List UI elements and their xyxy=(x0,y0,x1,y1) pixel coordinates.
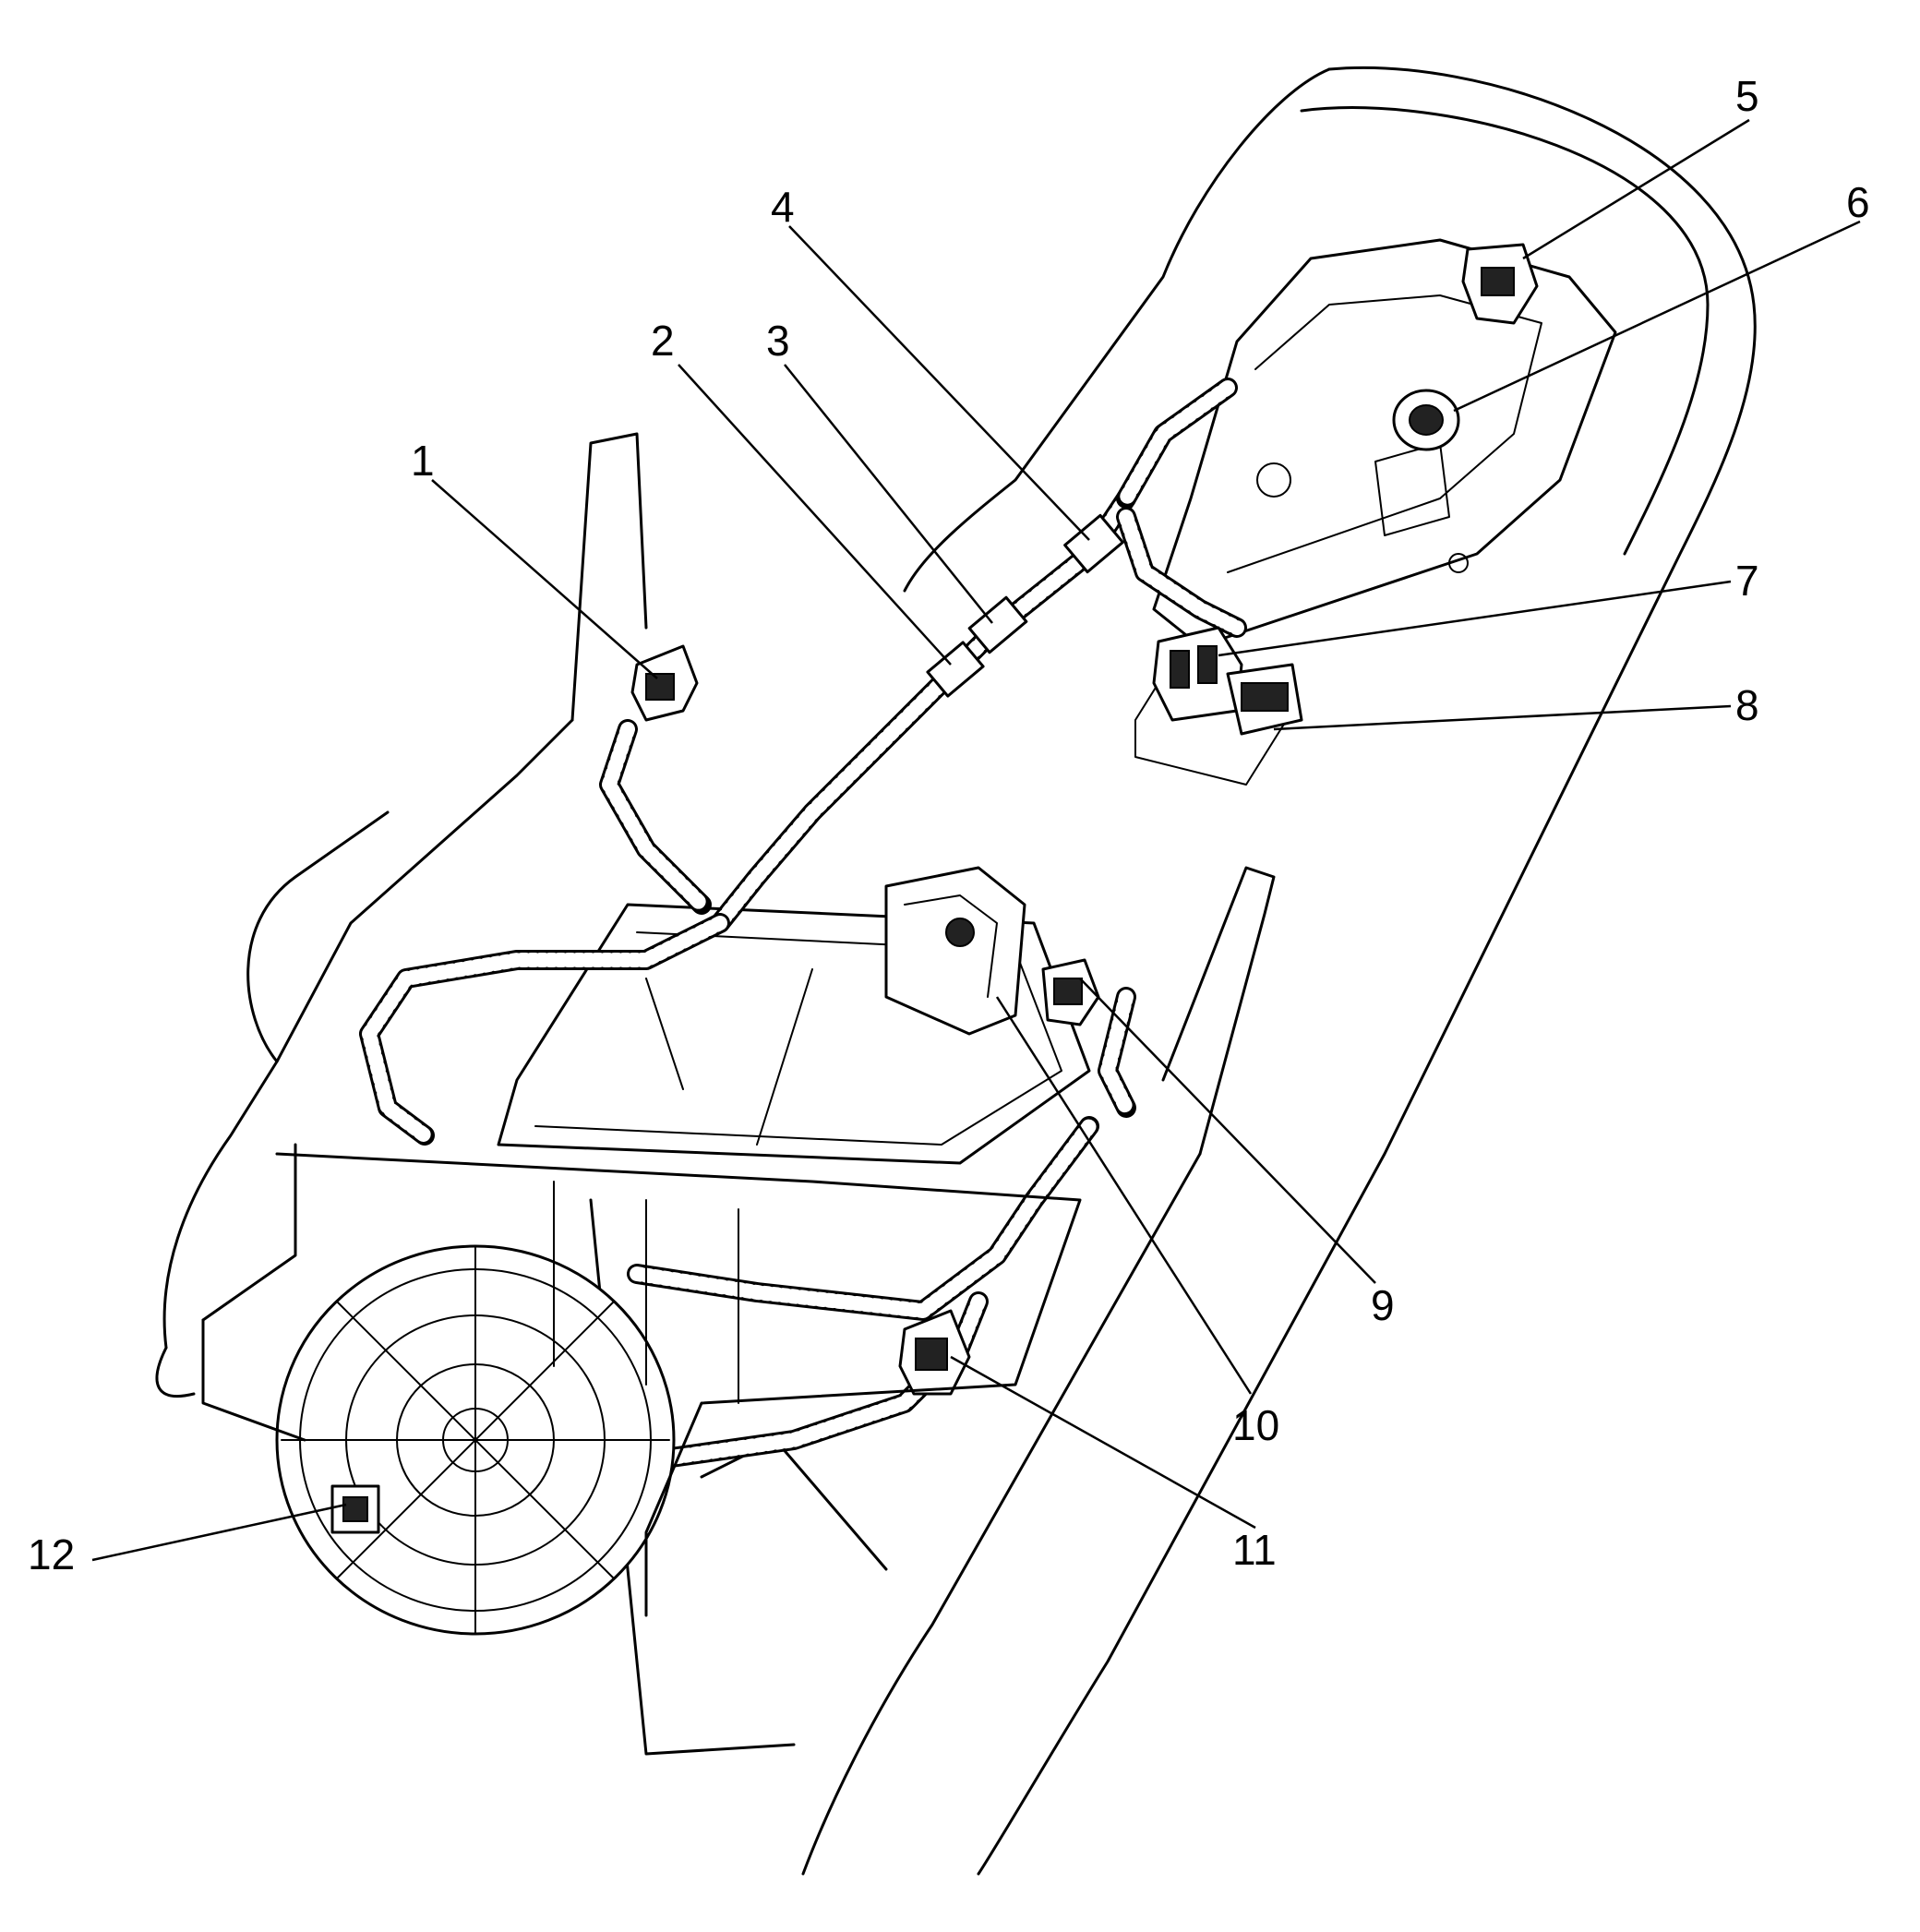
callout-5: 5 xyxy=(1735,72,1759,120)
blower-fan-12 xyxy=(275,1244,676,1636)
component-6 xyxy=(1392,389,1460,451)
rear-console-tub xyxy=(1134,238,1617,786)
callout-8: 8 xyxy=(1735,681,1759,729)
inline-connector-3 xyxy=(967,595,1028,654)
connector-5 xyxy=(1461,243,1539,325)
module-8 xyxy=(1226,663,1303,736)
connector-11 xyxy=(898,1309,971,1396)
callout-labels: 1 2 3 4 5 6 7 8 9 10 11 12 xyxy=(28,72,1870,1578)
callout-11: 11 xyxy=(1232,1526,1277,1574)
callout-12: 12 xyxy=(28,1530,75,1578)
leader-lines xyxy=(91,118,1861,1562)
inline-connector-4 xyxy=(1063,513,1124,574)
blower-housing xyxy=(201,1143,1082,1617)
callout-4: 4 xyxy=(771,183,795,231)
connector-1 xyxy=(630,644,699,722)
callout-6: 6 xyxy=(1846,178,1870,226)
callout-3: 3 xyxy=(766,317,790,365)
console-shell xyxy=(155,66,1757,1876)
callout-1: 1 xyxy=(411,437,435,485)
module-10 xyxy=(884,866,1026,1036)
module-7 xyxy=(1152,626,1243,722)
callout-2: 2 xyxy=(651,317,675,365)
callout-10: 10 xyxy=(1232,1401,1279,1449)
callout-9: 9 xyxy=(1371,1281,1395,1329)
callout-7: 7 xyxy=(1735,557,1759,605)
connector-9 xyxy=(1041,958,1100,1026)
